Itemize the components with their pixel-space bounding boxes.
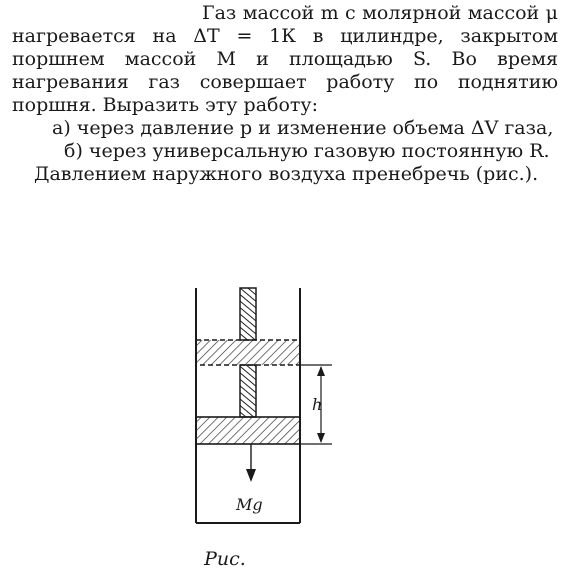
cylinder-figure: h Mg — [0, 270, 570, 585]
problem-paragraph-1: Газ массой m с молярной массой μ нагрева… — [12, 2, 558, 116]
cylinder-diagram: h Mg — [195, 287, 332, 524]
piston — [195, 416, 301, 445]
problem-text: Газ массой m с молярной массой μ нагрева… — [12, 2, 558, 186]
problem-paragraph-3: б) через универсальную газовую постоянну… — [64, 140, 550, 162]
piston-rod-lower — [239, 364, 257, 418]
h-label: h — [312, 395, 322, 414]
problem-paragraph-4: Давлением наружного воздуха пренебречь (… — [34, 163, 539, 185]
figure-caption: Рис. — [204, 548, 246, 570]
weight-label: Mg — [235, 495, 263, 514]
piston-rod-upper — [239, 287, 257, 341]
h-arrow-down — [317, 433, 325, 443]
h-arrow-up — [317, 366, 325, 376]
problem-paragraph-2: а) через давление p и изменение объема Δ… — [52, 117, 554, 139]
piston-final-position — [195, 339, 301, 366]
weight-arrow-head — [246, 469, 256, 482]
